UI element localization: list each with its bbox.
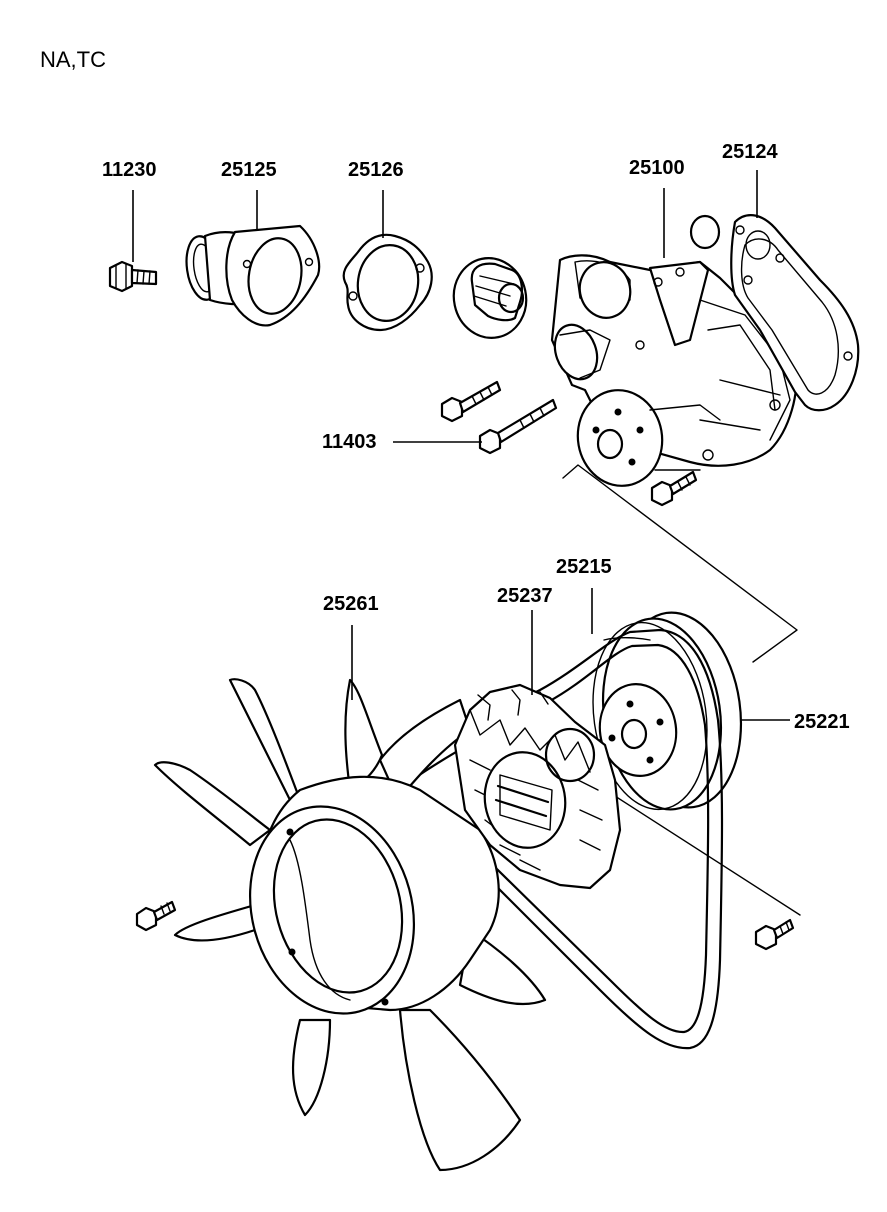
fluid-coupling-25237[interactable]: [453, 683, 622, 890]
bolt-11403-upper[interactable]: [440, 380, 502, 423]
leader-lines: [132, 170, 790, 721]
bolt-11403-lower[interactable]: [478, 398, 558, 455]
part-number-25124: 25124: [722, 141, 778, 163]
gasket-25124[interactable]: [730, 214, 860, 412]
assembly-guide-line: [589, 779, 801, 916]
part-number-25100: 25100: [629, 157, 685, 179]
part-number-11403: 11403: [322, 431, 377, 453]
bolt-coupling-right[interactable]: [754, 918, 795, 951]
variant-label: NA,TC: [40, 47, 106, 72]
part-number-25237: 25237: [497, 585, 553, 607]
part-number-11230: 11230: [102, 159, 157, 181]
assembly-guide-line: [562, 464, 798, 663]
bolt-pump-lower[interactable]: [650, 470, 698, 507]
bolt-11230[interactable]: [108, 260, 158, 293]
pulley-25221[interactable]: [581, 605, 753, 818]
part-number-25125: 25125: [221, 159, 277, 181]
part-number-25126: 25126: [348, 159, 404, 181]
part-number-25261: 25261: [323, 593, 379, 615]
bolt-fan-left[interactable]: [135, 900, 177, 932]
water-pump-25100[interactable]: [548, 214, 798, 493]
gasket-25126[interactable]: [342, 233, 433, 332]
part-number-25221: 25221: [794, 711, 850, 733]
fan-blade-25261[interactable]: [153, 678, 547, 1172]
thermostat[interactable]: [446, 251, 533, 344]
water-inlet-25125[interactable]: [183, 224, 321, 327]
part-number-25215: 25215: [556, 556, 612, 578]
